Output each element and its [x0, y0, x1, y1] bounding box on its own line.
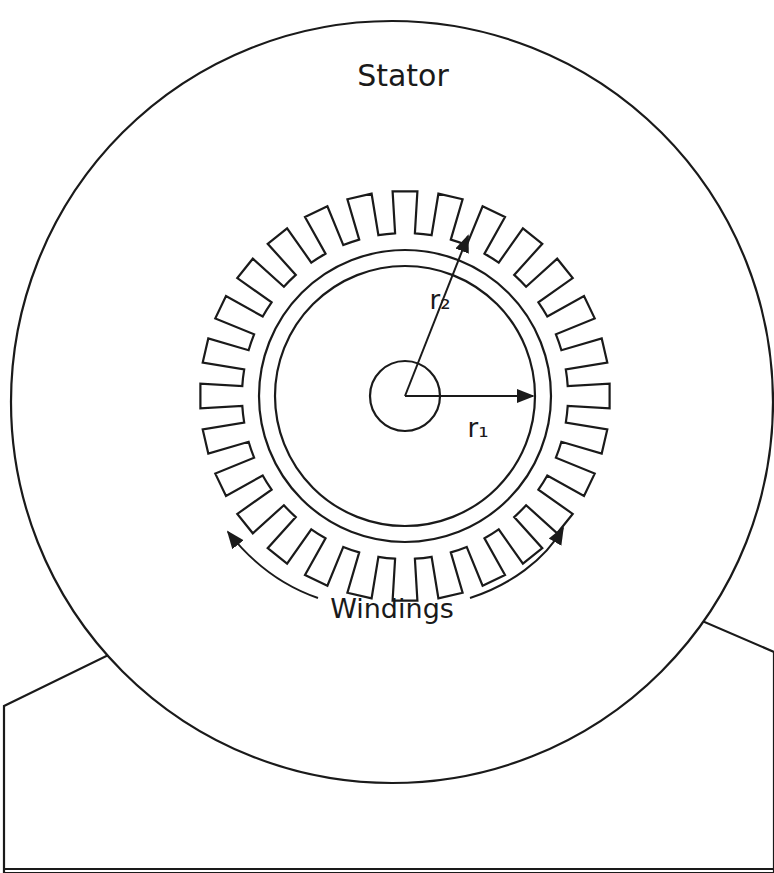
winding-slots	[200, 191, 609, 600]
stator-housing	[11, 21, 773, 783]
part-name: Stator	[357, 61, 449, 91]
leader-line	[228, 532, 318, 598]
radius-r2-arrow	[405, 236, 468, 396]
rotor	[275, 266, 535, 526]
part-name: Windings	[330, 595, 454, 622]
dimension-label: r₁	[467, 415, 488, 441]
radius-r1-arrow	[405, 395, 533, 397]
slot-outline	[200, 191, 609, 600]
leader-line	[470, 528, 563, 598]
dimension-label: r₂	[429, 287, 450, 313]
air-gap-ring	[259, 250, 551, 542]
base-bottom	[4, 868, 774, 870]
